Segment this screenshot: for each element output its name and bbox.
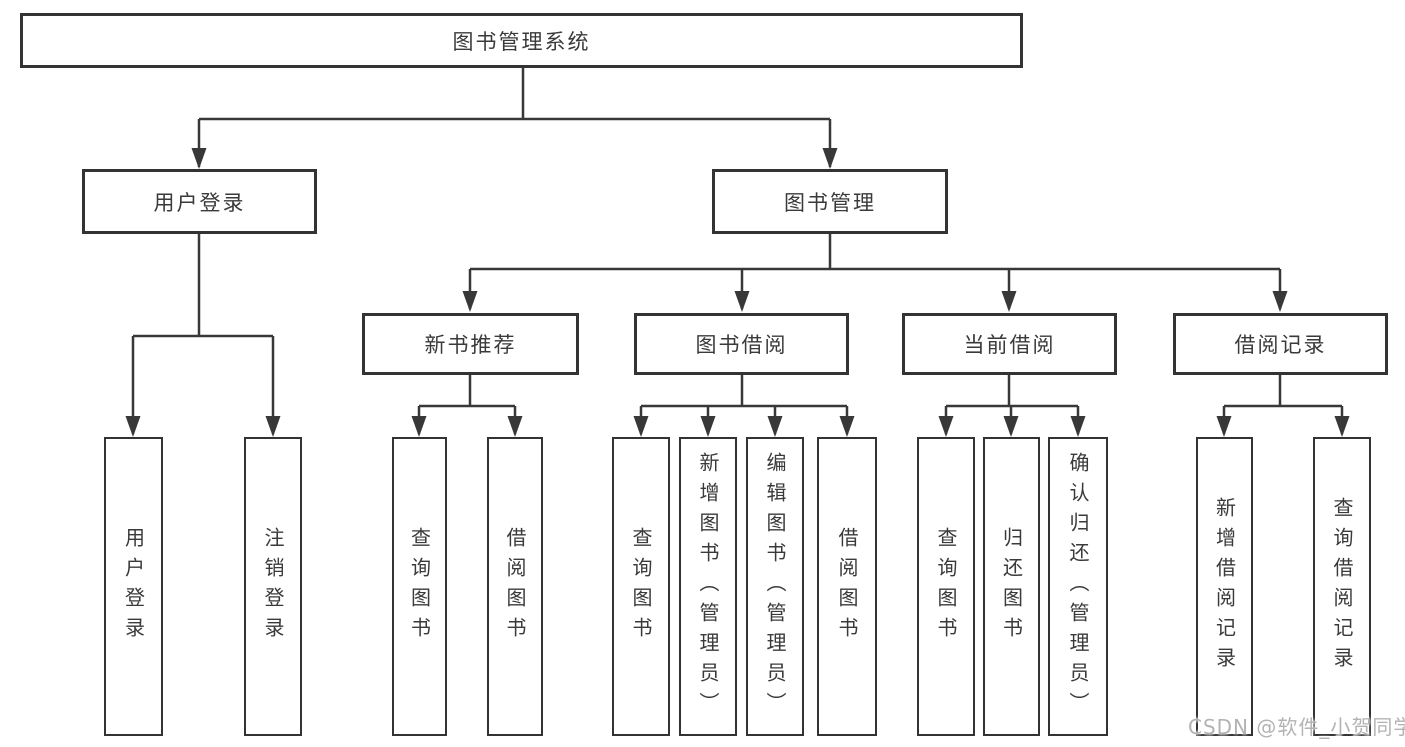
leaf-confirm-return-admin: 确认归还（管理员） bbox=[1048, 437, 1108, 736]
watermark-csdn: CSDN @软件_小贺同学 bbox=[1188, 715, 1405, 739]
connector-new-book-recommendation bbox=[417, 375, 517, 434]
node-book-borrowing: 图书借阅 bbox=[634, 313, 849, 375]
node-book-management: 图书管理 bbox=[712, 169, 948, 234]
arrow-down-icon bbox=[633, 416, 649, 437]
leaf-borrow-books-borrowing: 借阅图书 bbox=[817, 437, 877, 736]
node-user-login: 用户登录 bbox=[82, 169, 317, 234]
arrowheads bbox=[125, 148, 1350, 437]
arrow-down-icon bbox=[1272, 291, 1288, 312]
connector-borrowing-records bbox=[1222, 375, 1344, 434]
node-new-book-recommendation: 新书推荐 bbox=[362, 313, 579, 375]
arrow-down-icon bbox=[767, 416, 783, 437]
arrow-down-icon bbox=[938, 416, 954, 437]
arrow-down-icon bbox=[1003, 416, 1019, 437]
leaf-query-books-recommend: 查询图书 bbox=[392, 437, 447, 736]
arrow-down-icon bbox=[265, 416, 281, 437]
leaf-borrow-books-recommend: 借阅图书 bbox=[487, 437, 543, 736]
leaf-add-borrow-record: 新增借阅记录 bbox=[1196, 437, 1253, 736]
arrow-down-icon bbox=[1334, 416, 1350, 437]
arrow-down-icon bbox=[734, 291, 750, 312]
arrow-down-icon bbox=[191, 148, 207, 169]
leaf-edit-books-admin: 编辑图书（管理员） bbox=[746, 437, 804, 736]
leaf-query-books-borrowing: 查询图书 bbox=[612, 437, 670, 736]
node-current-borrowing: 当前借阅 bbox=[902, 313, 1117, 375]
leaf-logout-login: 注销登录 bbox=[244, 437, 302, 736]
leaf-query-books-current: 查询图书 bbox=[917, 437, 975, 736]
connector-book-borrowing bbox=[639, 375, 849, 434]
connector-root bbox=[197, 68, 832, 167]
leaf-add-books-admin: 新增图书（管理员） bbox=[679, 437, 737, 736]
arrow-down-icon bbox=[822, 148, 838, 169]
leaf-query-borrow-record: 查询借阅记录 bbox=[1313, 437, 1371, 736]
leaf-return-books: 归还图书 bbox=[983, 437, 1040, 736]
node-borrowing-records: 借阅记录 bbox=[1173, 313, 1388, 375]
connector-user-login bbox=[131, 234, 275, 434]
arrow-down-icon bbox=[507, 416, 523, 437]
arrow-down-icon bbox=[125, 416, 141, 437]
arrow-down-icon bbox=[1070, 416, 1086, 437]
arrow-down-icon bbox=[462, 291, 478, 312]
arrow-down-icon bbox=[411, 416, 427, 437]
arrow-down-icon bbox=[839, 416, 855, 437]
arrow-down-icon bbox=[1001, 291, 1017, 312]
node-library-management-system: 图书管理系统 bbox=[20, 13, 1023, 68]
connector-book-management bbox=[468, 234, 1282, 309]
arrow-down-icon bbox=[700, 416, 716, 437]
arrow-down-icon bbox=[1216, 416, 1232, 437]
leaf-user-login: 用户登录 bbox=[104, 437, 163, 736]
